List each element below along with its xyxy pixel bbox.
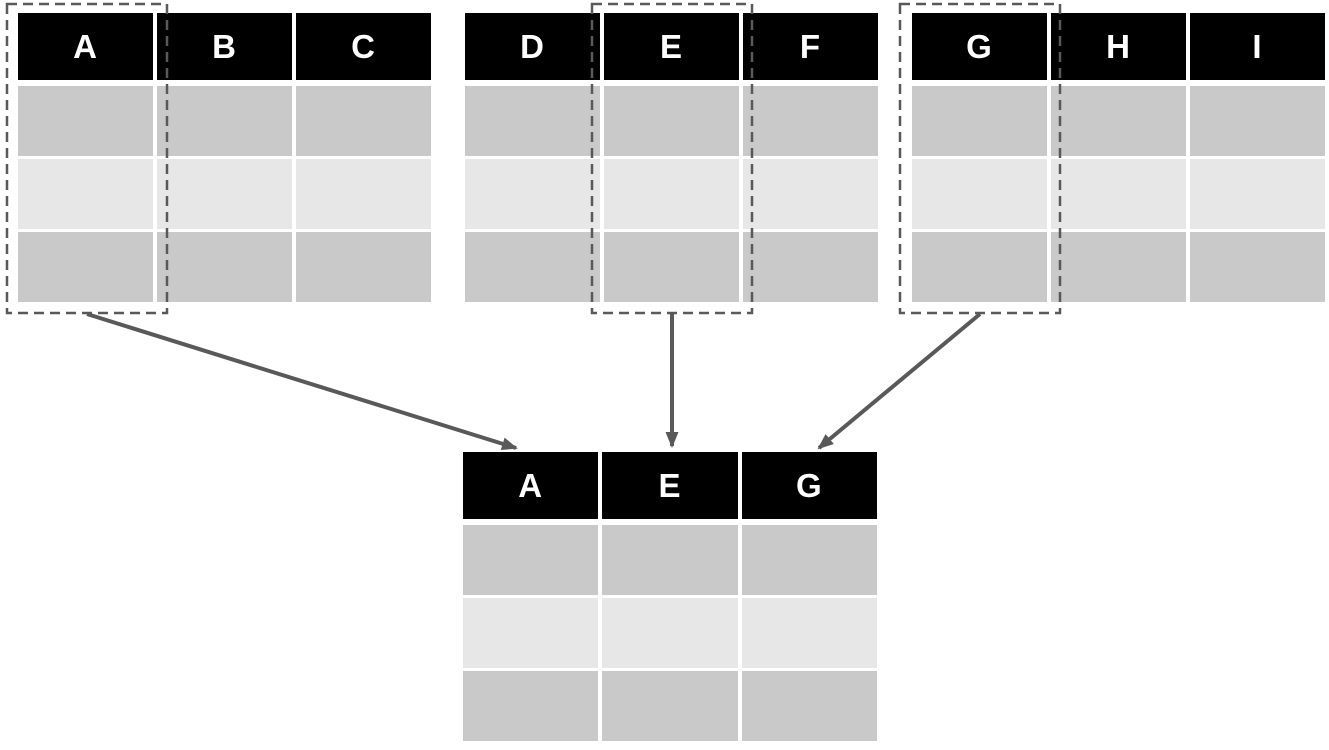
- table-row: [912, 159, 1325, 229]
- column-header-e: E: [604, 13, 739, 80]
- table-row: [912, 86, 1325, 156]
- table-cell: [157, 232, 292, 302]
- table-cell: [465, 86, 600, 156]
- table-row: [18, 232, 431, 302]
- table-cell: [602, 671, 738, 741]
- column-header-f: F: [743, 13, 878, 80]
- table-cell: [602, 598, 738, 668]
- table-source-1: A B C: [18, 13, 431, 302]
- result-column-header-a: A: [463, 452, 599, 519]
- table-cell: [465, 232, 600, 302]
- table-cell: [743, 159, 878, 229]
- table-cell: [912, 159, 1047, 229]
- column-header-i: I: [1190, 13, 1325, 80]
- table-cell: [741, 598, 877, 668]
- table-row: [465, 159, 878, 229]
- arrow-column-a-to-result: [86, 312, 518, 451]
- table-cell: [157, 159, 292, 229]
- column-header-h: H: [1051, 13, 1186, 80]
- table-cell: [296, 86, 431, 156]
- result-column-header-g: G: [741, 452, 877, 519]
- table-result: A E G: [463, 452, 877, 741]
- table-source-3-body: [912, 86, 1325, 302]
- table-cell: [296, 159, 431, 229]
- table-cell: [912, 232, 1047, 302]
- table-source-2-body: [465, 86, 878, 302]
- column-header-d: D: [465, 13, 600, 80]
- table-cell: [741, 671, 877, 741]
- table-cell: [1051, 86, 1186, 156]
- table-row: [465, 86, 878, 156]
- table-cell: [296, 232, 431, 302]
- table-cell: [18, 86, 153, 156]
- table-cell: [604, 232, 739, 302]
- table-cell: [157, 86, 292, 156]
- table-cell: [912, 86, 1047, 156]
- table-row: [18, 86, 431, 156]
- column-header-g: G: [912, 13, 1047, 80]
- table-cell: [604, 159, 739, 229]
- table-result-header-row: A E G: [463, 452, 877, 519]
- table-cell: [1190, 159, 1325, 229]
- table-source-2: D E F: [465, 13, 878, 302]
- table-result-body: [463, 525, 877, 741]
- table-cell: [463, 598, 599, 668]
- table-cell: [1190, 86, 1325, 156]
- table-source-2-header-row: D E F: [465, 13, 878, 80]
- table-cell: [465, 159, 600, 229]
- table-cell: [602, 525, 738, 595]
- table-cell: [741, 525, 877, 595]
- table-row: [465, 232, 878, 302]
- column-header-a: A: [18, 13, 153, 80]
- table-cell: [463, 671, 599, 741]
- table-cell: [463, 525, 599, 595]
- table-cell: [1051, 232, 1186, 302]
- column-header-b: B: [157, 13, 292, 80]
- table-row: [18, 159, 431, 229]
- column-header-c: C: [296, 13, 431, 80]
- table-cell: [1051, 159, 1186, 229]
- table-source-3: G H I: [912, 13, 1325, 302]
- table-cell: [604, 86, 739, 156]
- table-row: [463, 525, 877, 595]
- table-row: [463, 671, 877, 741]
- table-row: [912, 232, 1325, 302]
- table-cell: [18, 159, 153, 229]
- table-cell: [743, 86, 878, 156]
- table-cell: [1190, 232, 1325, 302]
- result-column-header-e: E: [602, 452, 738, 519]
- table-cell: [743, 232, 878, 302]
- table-cell: [18, 232, 153, 302]
- table-source-3-header-row: G H I: [912, 13, 1325, 80]
- arrow-column-g-to-result: [817, 312, 982, 450]
- table-row: [463, 598, 877, 668]
- table-source-1-body: [18, 86, 431, 302]
- table-source-1-header-row: A B C: [18, 13, 431, 80]
